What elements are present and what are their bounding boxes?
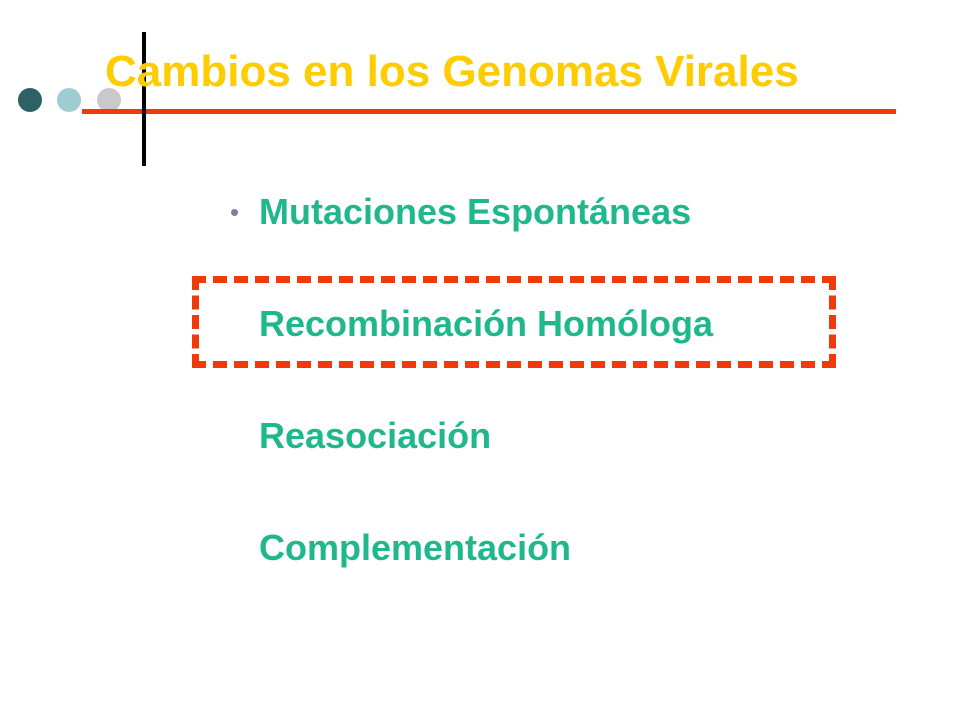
decor-vertical-line bbox=[142, 32, 146, 166]
decor-dot-gray bbox=[97, 88, 121, 112]
title-underline bbox=[82, 109, 896, 114]
item-complementacion: Complementación bbox=[259, 527, 572, 568]
bullet-marker: • bbox=[230, 197, 240, 227]
decor-dot-light-blue bbox=[57, 88, 81, 112]
item-mutaciones-espontaneas: Mutaciones Espontáneas bbox=[259, 191, 692, 232]
highlight-dashed-box bbox=[192, 276, 836, 368]
decor-dot-dark bbox=[18, 88, 42, 112]
item-recombinacion-homologa: Recombinación Homóloga bbox=[259, 303, 714, 344]
item-reasociacion: Reasociación bbox=[259, 415, 492, 456]
slide-title: Cambios en los Genomas Virales bbox=[105, 47, 799, 96]
